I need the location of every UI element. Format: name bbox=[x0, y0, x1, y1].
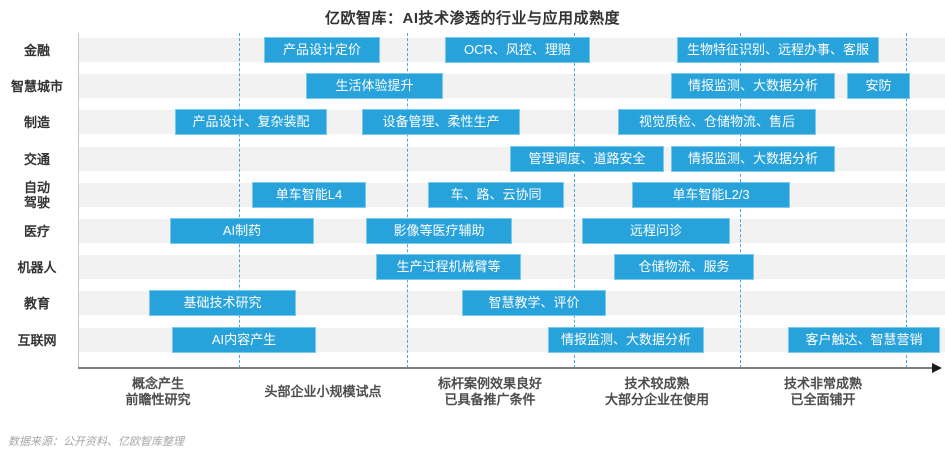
stage-label: 技术较成熟大部分企业在使用 bbox=[562, 374, 752, 410]
stage-divider-line bbox=[407, 33, 408, 368]
stage-divider-line bbox=[906, 33, 907, 368]
application-box: 安防 bbox=[847, 73, 910, 99]
application-box: 情报监测、大数据分析 bbox=[671, 146, 835, 172]
application-box: 情报监测、大数据分析 bbox=[548, 327, 704, 353]
industry-label: 互联网 bbox=[0, 328, 74, 352]
industry-label: 教育 bbox=[0, 291, 74, 315]
stage-label: 概念产生前瞻性研究 bbox=[63, 374, 253, 410]
stage-label-line: 技术较成熟 bbox=[624, 376, 690, 391]
stage-label-line: 概念产生 bbox=[131, 376, 184, 391]
application-box: 情报监测、大数据分析 bbox=[671, 73, 835, 99]
stage-divider-line bbox=[574, 33, 575, 368]
application-box: 设备管理、柔性生产 bbox=[362, 109, 520, 135]
industry-label-line: 制造 bbox=[23, 114, 50, 130]
y-axis-line bbox=[78, 33, 79, 368]
industry-label-line: 交通 bbox=[23, 151, 50, 167]
industry-label-line: 驾驶 bbox=[23, 195, 50, 210]
application-box: 车、路、云协同 bbox=[428, 182, 564, 208]
application-box: 产品设计定价 bbox=[264, 37, 380, 63]
industry-label: 制造 bbox=[0, 110, 74, 134]
application-box: OCR、风控、理赔 bbox=[445, 37, 590, 63]
industry-label-line: 自动 bbox=[23, 180, 50, 195]
application-box: 生物特征识别、远程办事、客服 bbox=[677, 37, 879, 63]
industry-label-line: 教育 bbox=[23, 295, 50, 311]
application-box: 生活体验提升 bbox=[306, 73, 443, 99]
application-box: 管理调度、道路安全 bbox=[510, 146, 664, 172]
source-note: 数据来源：公开资料、亿欧智库整理 bbox=[8, 436, 184, 448]
industry-label: 交通 bbox=[0, 147, 74, 171]
x-axis-line bbox=[78, 367, 934, 369]
industry-label: 自动驾驶 bbox=[0, 180, 74, 210]
stage-label-line: 已全面铺开 bbox=[790, 392, 856, 407]
stage-label-line: 标杆案例效果良好 bbox=[437, 376, 542, 391]
industry-label-line: 金融 bbox=[23, 42, 50, 58]
stage-label-line: 前瞻性研究 bbox=[125, 392, 191, 407]
stage-label: 技术非常成熟已全面铺开 bbox=[728, 374, 918, 410]
application-box: 产品设计、复杂装配 bbox=[175, 109, 327, 135]
application-box: 仓储物流、服务 bbox=[614, 254, 754, 280]
application-box: 客户触达、智慧营销 bbox=[788, 327, 940, 353]
stage-divider-line bbox=[239, 33, 240, 368]
industry-label-line: 医疗 bbox=[23, 223, 50, 239]
stage-label-line: 头部企业小规模试点 bbox=[264, 384, 382, 399]
application-box: 生产过程机械臂等 bbox=[376, 254, 521, 280]
application-box: 远程问诊 bbox=[582, 218, 730, 244]
application-box: 基础技术研究 bbox=[149, 290, 296, 316]
application-box: 影像等医疗辅助 bbox=[366, 218, 512, 244]
industry-label: 金融 bbox=[0, 38, 74, 62]
industry-label: 智慧城市 bbox=[0, 74, 74, 98]
industry-label-line: 智慧城市 bbox=[10, 78, 63, 94]
application-box: AI制药 bbox=[170, 218, 314, 244]
application-box: 单车智能L2/3 bbox=[632, 182, 790, 208]
stage-label-line: 技术非常成熟 bbox=[783, 376, 862, 391]
industry-label: 医疗 bbox=[0, 219, 74, 243]
industry-label-line: 机器人 bbox=[17, 259, 57, 275]
industry-label: 机器人 bbox=[0, 255, 74, 279]
stage-label-line: 已具备推广条件 bbox=[444, 392, 536, 407]
stage-label: 标杆案例效果良好已具备推广条件 bbox=[395, 374, 585, 410]
application-box: 智慧教学、评价 bbox=[462, 290, 606, 316]
stage-label: 头部企业小规模试点 bbox=[228, 374, 418, 410]
chart-title: 亿欧智库：AI技术渗透的行业与应用成熟度 bbox=[324, 10, 620, 27]
stage-label-line: 大部分企业在使用 bbox=[604, 392, 709, 407]
industry-label-line: 互联网 bbox=[17, 332, 57, 348]
application-box: AI内容产生 bbox=[172, 327, 316, 353]
application-box: 视觉质检、仓储物流、售后 bbox=[618, 109, 816, 135]
application-box: 单车智能L4 bbox=[252, 182, 366, 208]
axis-arrow-icon bbox=[932, 363, 942, 373]
